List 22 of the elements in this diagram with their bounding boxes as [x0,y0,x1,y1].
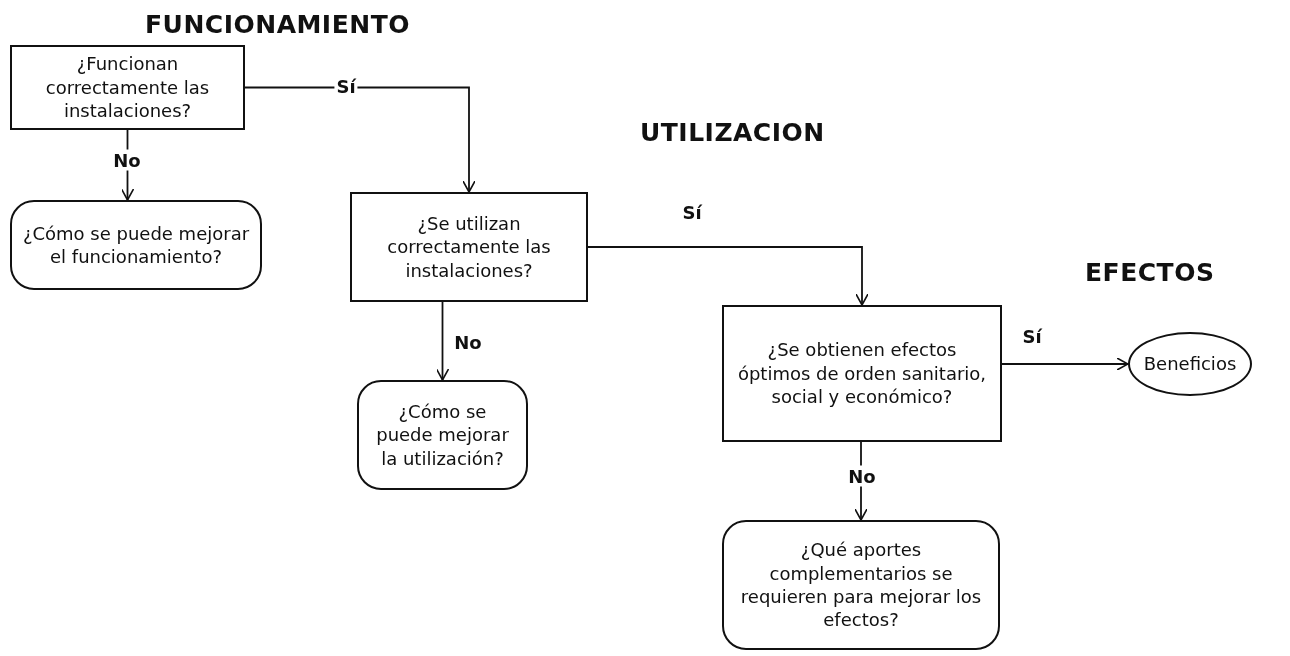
arrow [587,246,869,306]
edge-label: No [846,465,878,487]
edge-label: No [111,149,143,171]
node-text: ¿Se utilizan correctamente las instalaciones? [386,211,552,283]
section-heading: EFECTOS [1085,258,1215,287]
arrow [244,86,476,193]
node-text: ¿Cómo se puede mejorar el funcionamiento? [22,221,250,269]
decision-box [722,305,1002,442]
node-text: ¿Se obtienen efectos óptimos de orden sanitario, social y económico? [736,338,988,409]
outcome-box [10,200,262,290]
node-text: ¿Qué aportes complementarios se requieren para mejorar los efectos? [739,538,983,632]
node-text: Beneficios [1143,352,1237,376]
node-text: ¿Funcionan correctamente las instalaciones? [44,52,211,123]
node-text: ¿Cómo se puede mejorar la utilización? [375,399,510,471]
arrow [435,301,450,381]
section-heading: FUNCIONAMIENTO [145,10,410,39]
outcome-box [357,380,528,490]
decision-box [350,192,588,302]
section-heading: UTILIZACION [640,118,825,147]
decision-box [10,45,245,130]
outcome-box [722,520,1000,650]
arrow [1001,357,1129,371]
